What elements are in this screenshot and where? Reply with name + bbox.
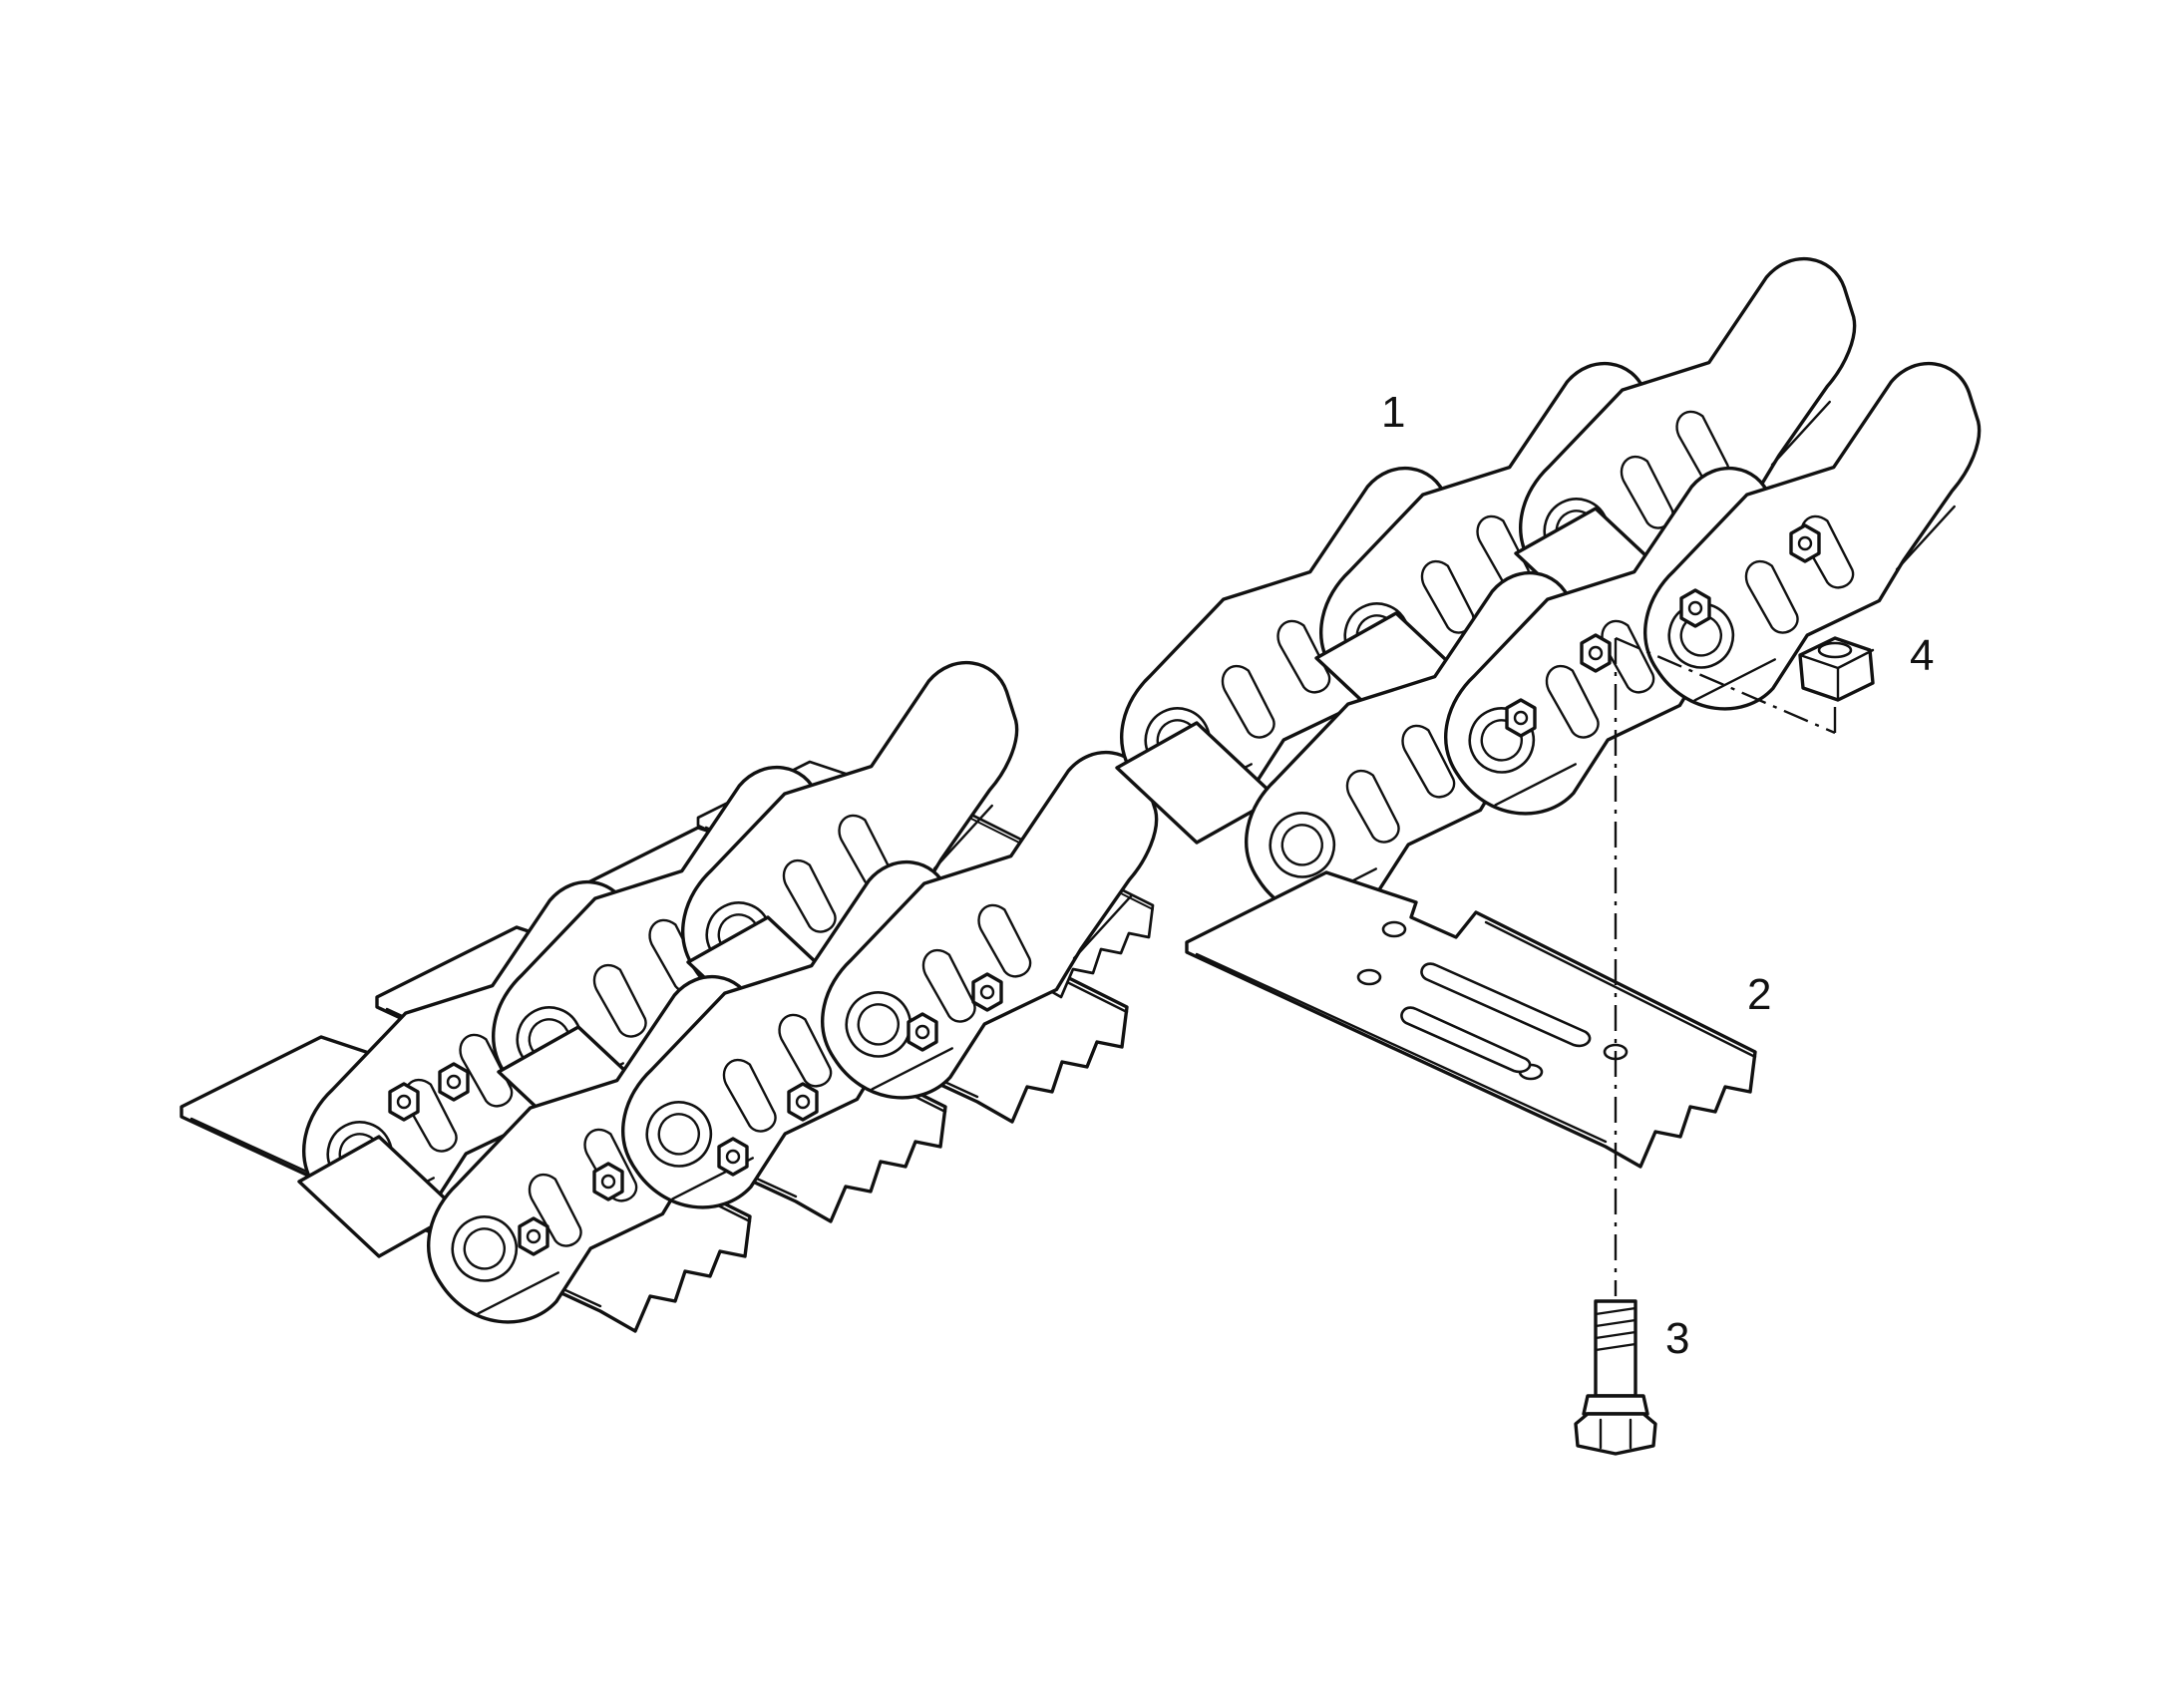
callout-3: 3: [1665, 1314, 1689, 1363]
callout-2: 2: [1747, 970, 1771, 1019]
track-shoe: [1185, 870, 1757, 1169]
shoe-bolt: [1574, 1299, 1657, 1456]
track-chain: [1061, 241, 2052, 947]
callout-1: 1: [1381, 388, 1405, 437]
callout-4: 4: [1910, 631, 1934, 680]
assembly-lines: [1614, 636, 1837, 1296]
assembled-track-section: [180, 645, 1230, 1351]
shoe-nut: [1798, 636, 1875, 702]
